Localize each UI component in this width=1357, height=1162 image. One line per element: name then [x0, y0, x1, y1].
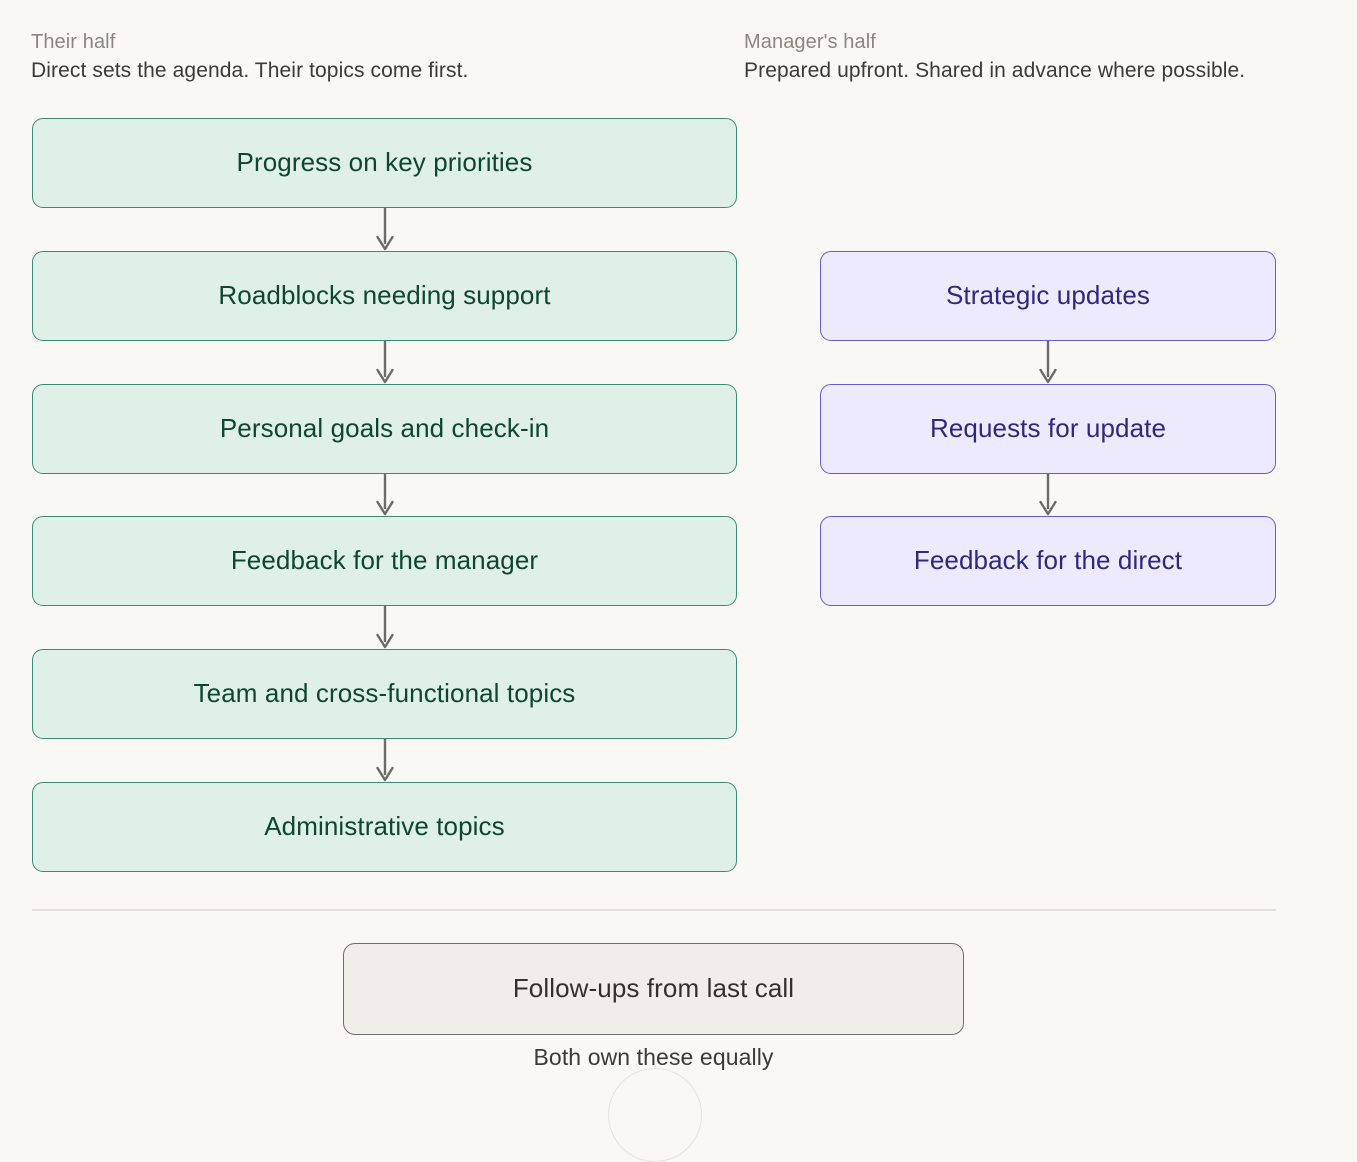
arrow-down-icon [376, 208, 394, 251]
node-requests-for-update[interactable]: Requests for update [820, 384, 1276, 474]
connector-arrow-left-1 [373, 208, 397, 251]
column-header-their-half: Their half Direct sets the agenda. Their… [31, 28, 468, 86]
connector-arrow-left-2 [373, 341, 397, 384]
column-eyebrow-their-half: Their half [31, 31, 116, 53]
node-label: Roadblocks needing support [218, 280, 551, 311]
arrow-down-icon [1039, 474, 1057, 516]
node-feedback-for-the-direct[interactable]: Feedback for the direct [820, 516, 1276, 606]
node-strategic-updates[interactable]: Strategic updates [820, 251, 1276, 341]
node-label: Administrative topics [264, 811, 505, 842]
column-subtitle-managers-half: Prepared upfront. Shared in advance wher… [744, 59, 1246, 82]
node-label: Personal goals and check-in [219, 413, 550, 444]
shared-ownership-caption: Both own these equally [533, 1044, 774, 1070]
node-team-and-cross-functional-topics[interactable]: Team and cross-functional topics [32, 649, 737, 739]
arrow-down-icon [376, 341, 394, 384]
connector-arrow-left-4 [373, 606, 397, 649]
connector-arrow-right-1 [1036, 341, 1060, 384]
node-label: Follow-ups from last call [512, 973, 795, 1004]
connector-arrow-left-3 [373, 474, 397, 516]
arrow-down-icon [376, 474, 394, 516]
node-label: Feedback for the manager [230, 545, 539, 576]
column-header-managers-half: Manager's half Prepared upfront. Shared … [744, 28, 1245, 86]
node-label: Strategic updates [945, 280, 1151, 311]
arrow-down-icon [376, 739, 394, 782]
column-subtitle-their-half: Direct sets the agenda. Their topics com… [31, 59, 469, 82]
column-eyebrow-managers-half: Manager's half [744, 31, 876, 53]
node-label: Progress on key priorities [236, 147, 533, 178]
decorative-circle-icon [608, 1068, 702, 1162]
node-label: Team and cross-functional topics [193, 678, 576, 709]
node-roadblocks-needing-support[interactable]: Roadblocks needing support [32, 251, 737, 341]
node-follow-ups-from-last-call[interactable]: Follow-ups from last call [343, 943, 964, 1035]
node-personal-goals-and-check-in[interactable]: Personal goals and check-in [32, 384, 737, 474]
node-label: Requests for update [929, 413, 1167, 444]
arrow-down-icon [1039, 341, 1057, 384]
section-divider [32, 909, 1276, 911]
node-administrative-topics[interactable]: Administrative topics [32, 782, 737, 872]
arrow-down-icon [376, 606, 394, 649]
node-label: Feedback for the direct [913, 545, 1183, 576]
diagram-canvas: Their half Direct sets the agenda. Their… [31, 28, 1276, 1162]
connector-arrow-right-2 [1036, 474, 1060, 516]
node-progress-on-key-priorities[interactable]: Progress on key priorities [32, 118, 737, 208]
connector-arrow-left-5 [373, 739, 397, 782]
node-feedback-for-the-manager[interactable]: Feedback for the manager [32, 516, 737, 606]
